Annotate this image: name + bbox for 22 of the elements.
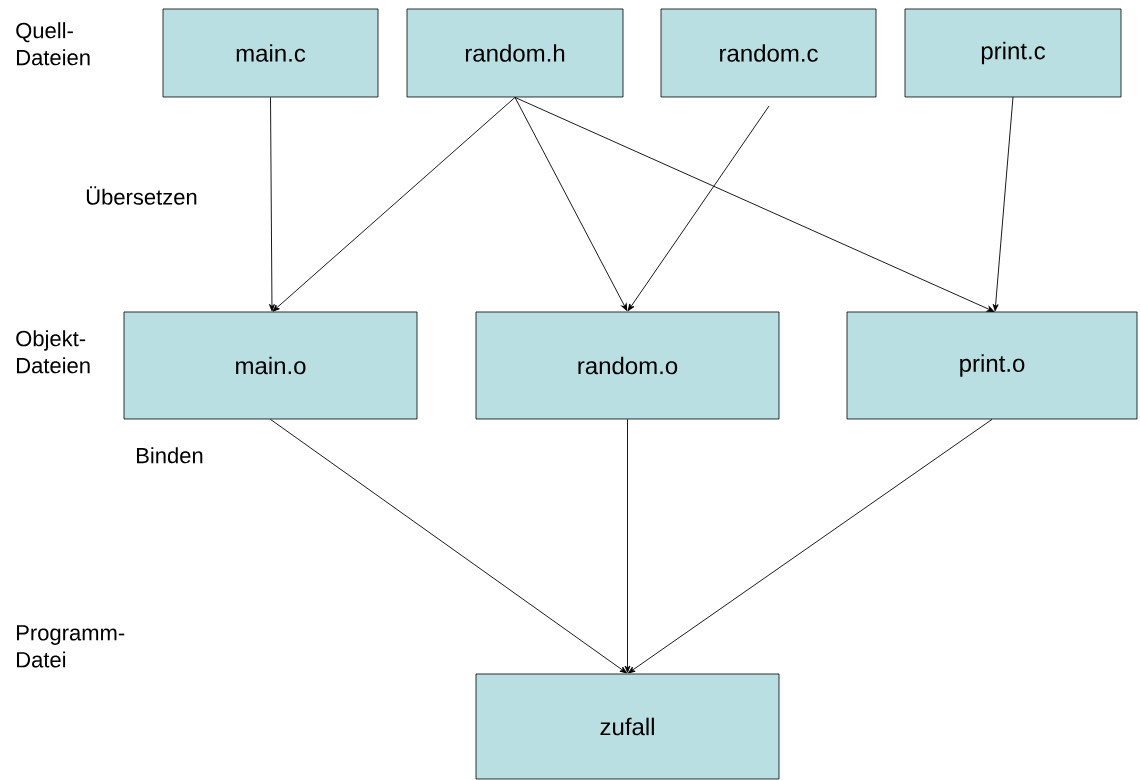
level-label: Objekt- Dateien (16, 330, 90, 374)
level-label: Programm- Datei (17, 625, 125, 668)
level-label: Binden (137, 447, 203, 464)
level-label: Übersetzen (86, 186, 197, 205)
file-box: print.c (904, 8, 1122, 98)
file-box: zufall (475, 673, 780, 780)
arrow (514, 96, 628, 311)
file-box: random.c (660, 8, 877, 98)
arrow (272, 96, 516, 312)
arrow (627, 105, 770, 311)
level-label: Quell- Dateien (16, 22, 90, 66)
arrow (269, 96, 275, 312)
file-box: main.o (123, 311, 418, 420)
arrow (624, 418, 631, 673)
arrow (992, 96, 1014, 312)
arrow (270, 418, 627, 674)
arrow (514, 96, 995, 312)
file-box: print.o (846, 311, 1138, 420)
file-box: main.c (162, 8, 379, 98)
arrow (628, 418, 993, 674)
file-box: random.o (475, 311, 780, 420)
file-box: random.h (406, 8, 624, 98)
